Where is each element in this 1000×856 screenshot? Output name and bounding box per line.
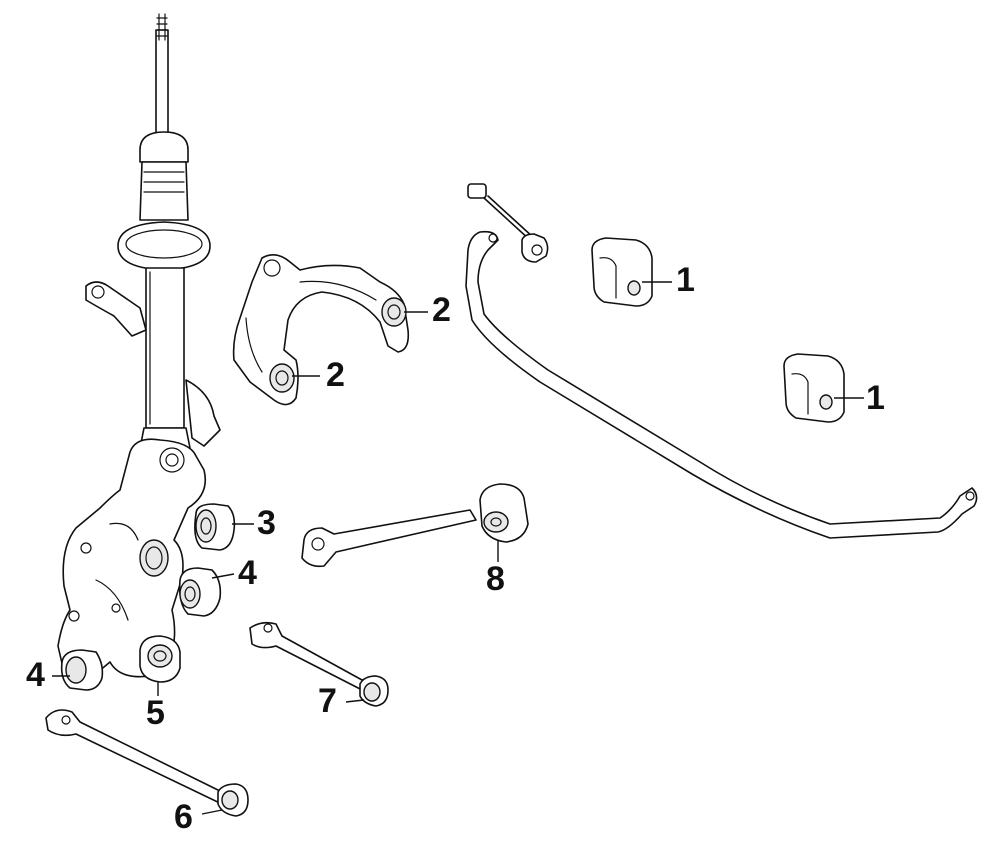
lower-arm-7 [249, 621, 389, 707]
callout-3: 3 [257, 504, 276, 542]
stabilizer-bushing-1-lower [783, 353, 845, 423]
callout-5: 5 [146, 694, 165, 732]
callout-6: 6 [174, 798, 193, 836]
stabilizer-bushing-1-upper [591, 237, 653, 307]
callout-4-lower: 4 [26, 656, 45, 694]
bushing-4-lower [60, 649, 104, 691]
leader-lines [52, 281, 864, 815]
callout-8: 8 [486, 560, 505, 598]
trailing-arm-8 [301, 483, 529, 568]
callout-1-upper: 1 [676, 261, 695, 299]
shock-absorber-strut [117, 13, 211, 449]
stabilizer-bar [465, 230, 978, 539]
lower-arm-6 [45, 709, 249, 817]
stabilizer-link [467, 183, 549, 263]
bushing-5 [139, 635, 181, 683]
callout-4-upper: 4 [238, 554, 257, 592]
bushing-4-upper [178, 567, 222, 617]
bushing-3 [194, 503, 236, 551]
upper-control-arm [232, 254, 410, 406]
callout-1-lower: 1 [866, 379, 885, 417]
rear-knuckle [57, 281, 221, 682]
callout-2-lower: 2 [326, 356, 345, 394]
callout-2-upper: 2 [432, 291, 451, 329]
callout-7: 7 [318, 682, 337, 720]
